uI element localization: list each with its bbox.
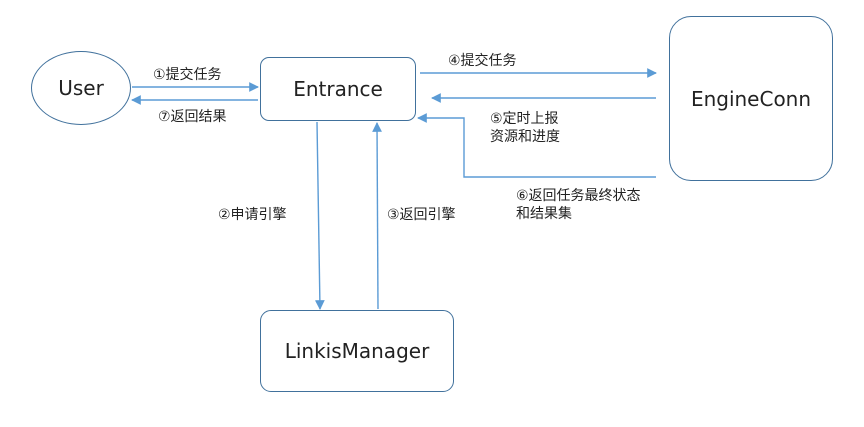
- step-6-label: ⑥返回任务最终状态 和结果集: [516, 187, 641, 223]
- edge-return-engine-manager-entrance: [372, 122, 382, 310]
- step-1-label: ①提交任务: [153, 67, 222, 83]
- user-node-label: User: [58, 76, 104, 100]
- step-5-label-line1: ⑤定时上报: [490, 111, 559, 127]
- step-5-label: ⑤定时上报 资源和进度: [490, 110, 560, 146]
- step-5-label-line2: 资源和进度: [490, 129, 560, 145]
- edge-final-status-engine-entrance: [417, 113, 656, 178]
- step-7-label: ⑦返回结果: [158, 109, 227, 125]
- linkismanager-node-label: LinkisManager: [284, 339, 430, 363]
- step-6-label-line1: ⑥返回任务最终状态: [516, 188, 641, 204]
- step-3-label: ③返回引擎: [387, 207, 456, 223]
- engineconn-node: EngineConn: [669, 16, 833, 181]
- edge-request-engine-entrance-manager: [314, 121, 325, 310]
- step-2-label: ②申请引擎: [218, 207, 287, 223]
- user-node: User: [31, 51, 131, 125]
- step-4-label: ④提交任务: [448, 53, 517, 69]
- entrance-node: Entrance: [260, 57, 416, 121]
- step-6-label-line2: 和结果集: [516, 206, 572, 222]
- engineconn-node-label: EngineConn: [690, 86, 812, 111]
- linkismanager-node: LinkisManager: [260, 310, 454, 392]
- entrance-node-label: Entrance: [293, 77, 383, 101]
